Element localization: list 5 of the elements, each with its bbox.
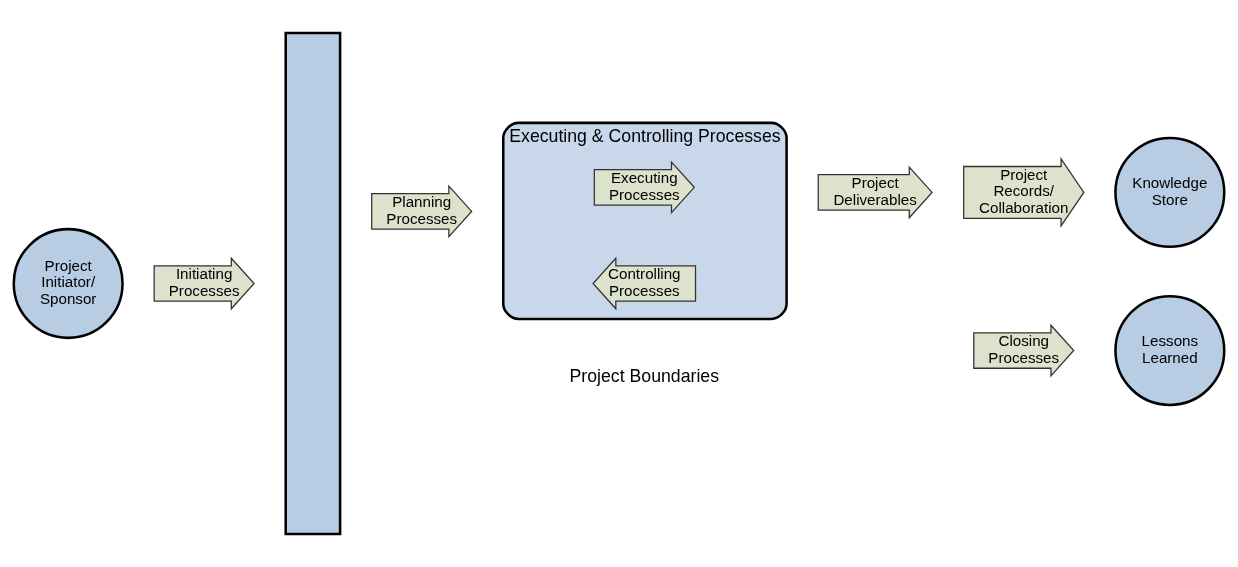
node-bar (284, 31, 342, 536)
node-circle: Project Initiator/ Sponsor (12, 227, 124, 340)
node-circle: Lessons Learned (1114, 294, 1226, 407)
label: Project Boundaries (569, 365, 720, 386)
node-circle: Knowledge Store (1114, 136, 1226, 249)
